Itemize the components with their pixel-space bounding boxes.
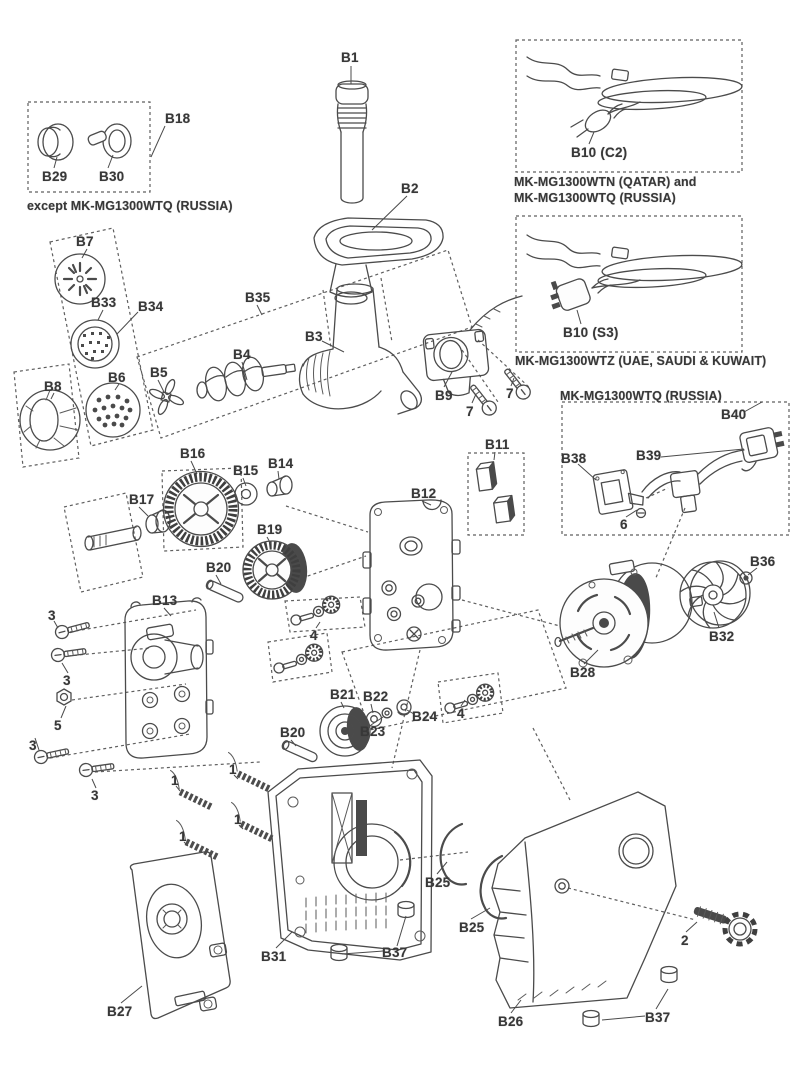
cord-c2-drawing <box>526 56 743 138</box>
russia-kit-drawing <box>592 427 785 519</box>
leader-lines <box>34 66 763 1021</box>
fan-b32-drawing <box>679 560 751 629</box>
springs-1-drawing <box>170 751 276 861</box>
brushes-b11-drawing <box>475 461 516 524</box>
thumbscrew-2-drawing <box>693 906 758 947</box>
pusher-b1-drawing <box>335 80 369 204</box>
screw-3-group <box>33 622 115 778</box>
washer-screw-4-assemblies <box>273 595 495 714</box>
plate-b12-drawing <box>362 499 461 651</box>
body-b26-drawing <box>491 791 677 1009</box>
auger-b4-drawing <box>196 356 296 402</box>
feet-b37-drawing <box>330 900 678 1028</box>
nut-b36-drawing <box>739 571 753 585</box>
blade-b5-drawing <box>148 378 185 416</box>
motor-b28-drawing <box>554 559 704 668</box>
pulley-b21-drawing <box>319 699 412 757</box>
screw-7a <box>470 384 497 416</box>
head-b3-drawing <box>298 283 423 415</box>
housing-b13-drawing <box>33 597 214 778</box>
discs-drawing <box>19 253 141 451</box>
gears-drawing <box>84 470 318 763</box>
nut-5 <box>56 688 72 706</box>
knobs-b18-drawing <box>37 123 132 161</box>
screw-7b <box>504 368 531 400</box>
tray-b2-drawing <box>313 217 444 305</box>
cord-s3-drawing <box>526 234 743 311</box>
body-b31-drawing <box>267 759 433 961</box>
switch-b9-drawing <box>422 295 531 416</box>
panel-b27-drawing <box>129 851 231 1020</box>
